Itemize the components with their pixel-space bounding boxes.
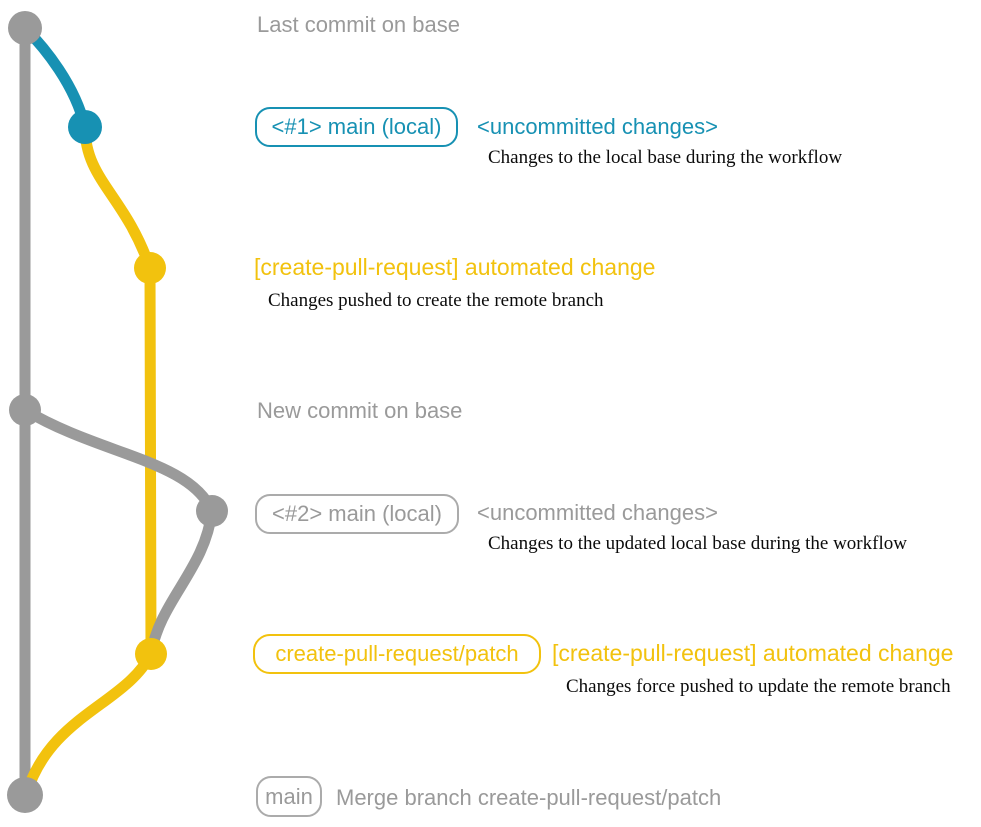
commit-dot-last-base-commit (8, 11, 42, 45)
branch-badge-main-local-2-label: <#2> main (local) (272, 501, 442, 526)
branch-badge-create-pull-request-patch: create-pull-request/patch (253, 634, 541, 674)
status-uncommitted-changes-1: <uncommitted changes> (477, 114, 718, 139)
git-graph (7, 11, 228, 813)
branch-edge-local-main-2-rebase (145, 505, 218, 660)
branch-edge-patch-branch-out (79, 121, 156, 274)
label-new-commit-on-base: New commit on base (257, 398, 463, 423)
branch-badge-main-label: main (265, 783, 313, 809)
caption-local-base-changes-1: Changes to the local base during the wor… (488, 147, 843, 168)
caption-push-create-remote: Changes pushed to create the remote bran… (268, 290, 604, 311)
branch-badge-main-local-2: <#2> main (local) (255, 494, 459, 534)
branch-edge-local-main-1 (19, 22, 91, 133)
commit-dot-new-base-commit (9, 394, 41, 426)
label-merge-branch: Merge branch create-pull-request/patch (336, 785, 722, 810)
commit-dot-merge-commit (7, 777, 43, 813)
label-last-commit-on-base: Last commit on base (257, 12, 460, 37)
caption-force-push-update-remote: Changes force pushed to update the remot… (566, 676, 951, 697)
commit-dot-local-change-2 (196, 495, 228, 527)
branch-badge-create-pull-request-patch-label: create-pull-request/patch (275, 641, 519, 666)
label-automated-change-2: [create-pull-request] automated change (552, 640, 954, 666)
commit-dot-local-change-1 (68, 110, 102, 144)
branch-edge-patch-merge-in (20, 648, 157, 801)
branch-edge-local-main-2-out (19, 404, 218, 517)
branch-badge-main-local-1-label: <#1> main (local) (271, 114, 442, 139)
status-uncommitted-changes-2: <uncommitted changes> (477, 500, 718, 525)
label-automated-change-1: [create-pull-request] automated change (254, 254, 656, 280)
branch-badge-main: main (256, 776, 322, 817)
commit-dot-patch-commit-2 (135, 638, 167, 670)
commit-dot-patch-commit-1 (134, 252, 166, 284)
branch-badge-main-local-1: <#1> main (local) (255, 107, 458, 147)
caption-local-base-changes-2: Changes to the updated local base during… (488, 533, 907, 554)
